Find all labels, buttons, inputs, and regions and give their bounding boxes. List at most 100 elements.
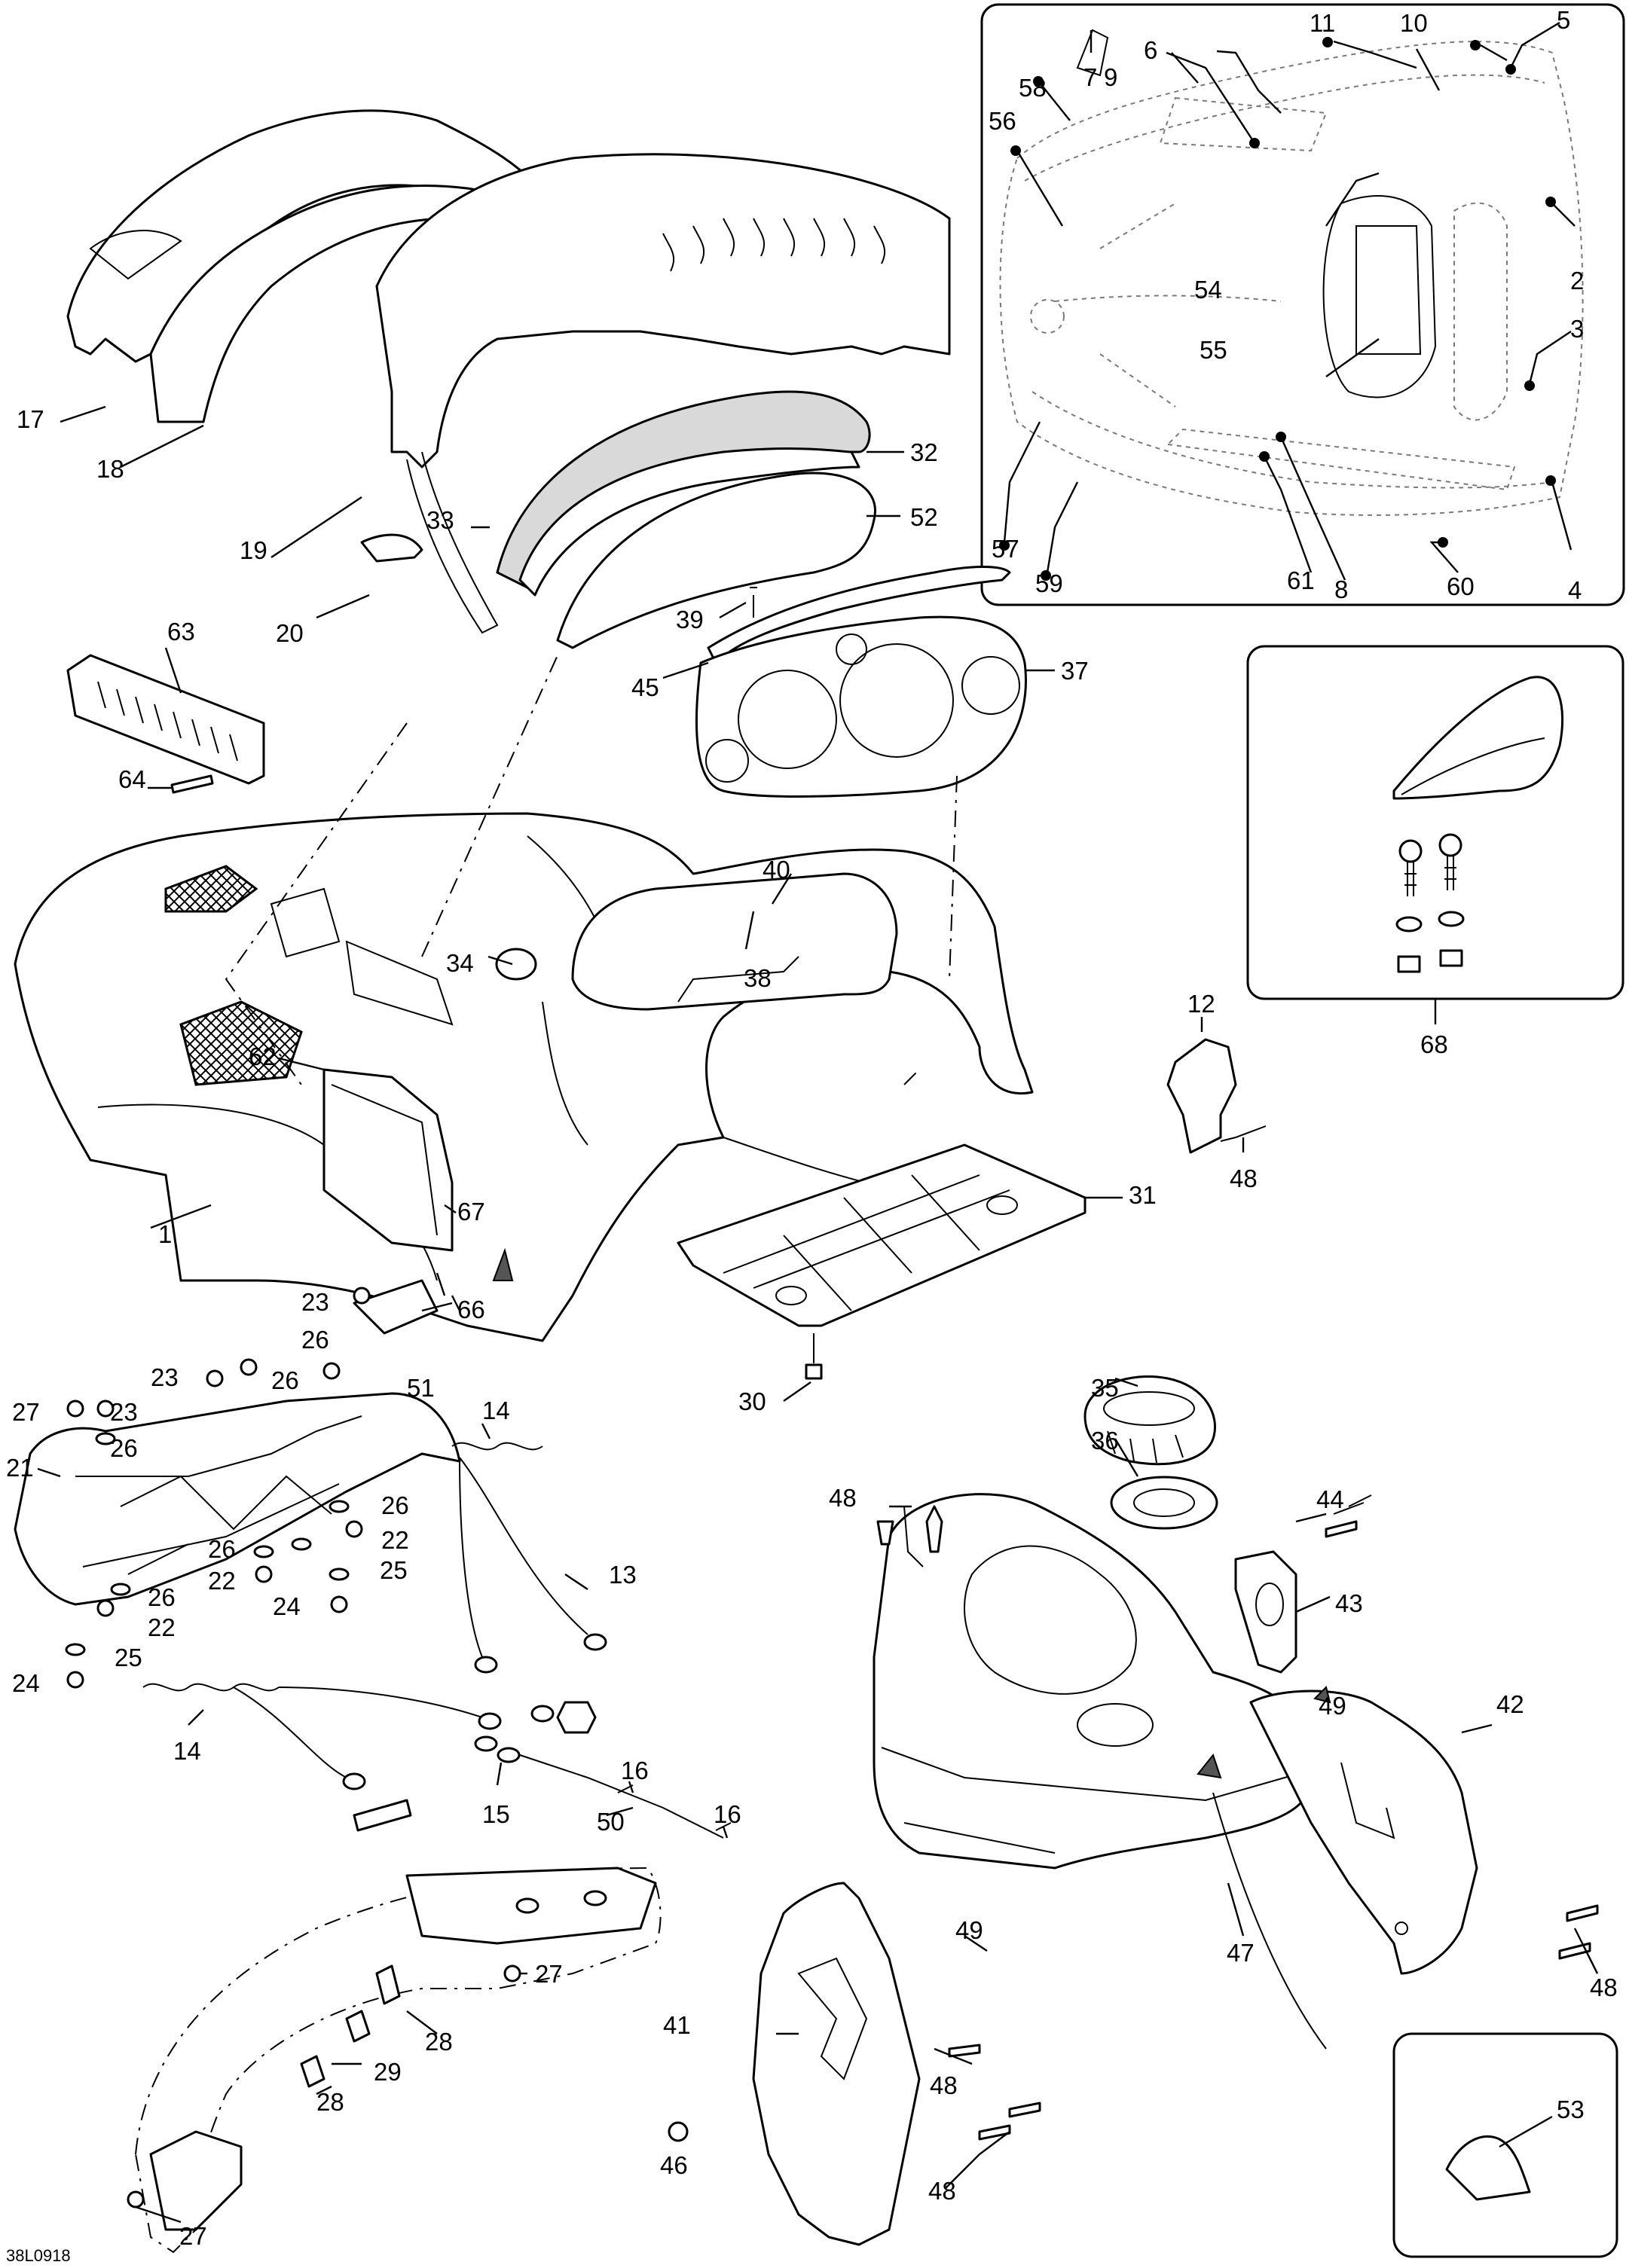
part-36-gasket — [1110, 1476, 1218, 1530]
assembly-lines — [225, 655, 958, 1085]
callout-62: 62 — [249, 1042, 277, 1070]
clip-part-9 — [1076, 29, 1109, 77]
callout-22-center: 22 — [208, 1567, 236, 1595]
callout-20: 20 — [276, 619, 304, 647]
callout-41: 41 — [663, 2011, 691, 2039]
callout-19: 19 — [240, 536, 267, 564]
detail-inset-mirror-kit: 68 — [1246, 645, 1624, 1058]
callout-61: 61 — [1287, 566, 1315, 594]
callout-9: 9 — [1104, 63, 1117, 91]
part-41-side-panel — [752, 1882, 921, 2246]
callout-66: 66 — [457, 1296, 485, 1323]
callout-68: 68 — [1420, 1030, 1448, 1058]
callout-53: 53 — [1557, 2096, 1585, 2123]
callout-27-bottom: 27 — [179, 2222, 207, 2250]
callout-26-mid: 26 — [271, 1366, 299, 1394]
callout-45: 45 — [631, 673, 659, 701]
callout-30: 30 — [738, 1387, 766, 1415]
mesh-panel-upper — [164, 865, 258, 913]
callout-34: 34 — [446, 949, 474, 977]
callout-5: 5 — [1557, 6, 1570, 34]
callout-32: 32 — [910, 438, 938, 466]
vent-grille: 63 64 — [66, 618, 265, 794]
callout-26-top: 26 — [301, 1326, 329, 1354]
callout-58: 58 — [1019, 74, 1047, 102]
console-and-side-panels: 48 49 49 42 47 48 41 46 48 48 — [660, 1484, 1618, 2246]
inset-frame — [980, 3, 1625, 606]
callout-22-right: 22 — [381, 1526, 409, 1554]
callout-23-top: 23 — [301, 1288, 329, 1316]
callout-56: 56 — [989, 107, 1016, 135]
callout-42: 42 — [1496, 1690, 1524, 1718]
callout-11: 11 — [1310, 9, 1335, 37]
part-53-cap — [1445, 2135, 1531, 2201]
part-19-hood — [375, 153, 951, 469]
part-20-clip — [360, 533, 423, 563]
callout-24-low: 24 — [12, 1669, 40, 1697]
callout-17: 17 — [17, 405, 44, 433]
callout-48-right: 48 — [1590, 1973, 1618, 2001]
mesh-panel-lower — [179, 1000, 303, 1086]
part-46-plug — [668, 2121, 689, 2142]
part-64-screw — [170, 774, 214, 794]
callout-29: 29 — [374, 2058, 402, 2086]
rear-handle: 27 28 29 28 27 — [127, 1799, 662, 2254]
part-34-grommet — [495, 948, 537, 981]
callout-48-bracket: 48 — [1230, 1165, 1258, 1192]
callout-52: 52 — [910, 503, 938, 531]
callout-26-low: 26 — [148, 1583, 176, 1611]
callout-67: 67 — [457, 1198, 485, 1226]
callout-25-low: 25 — [115, 1644, 142, 1671]
callout-33: 33 — [426, 506, 454, 534]
visor-and-gauge: 32 52 37 39 45 33 — [426, 390, 1089, 798]
part-43-plate — [1234, 1550, 1297, 1674]
front-bumper: 21 51 23 26 23 26 27 23 26 26 22 25 26 2… — [6, 1279, 461, 1697]
callout-49-top: 49 — [1319, 1692, 1346, 1720]
part-31-tray — [677, 1143, 1087, 1327]
callout-37: 37 — [1061, 657, 1089, 685]
callout-49-bottom: 49 — [955, 1916, 983, 1944]
callout-35: 35 — [1091, 1374, 1119, 1402]
hood-covers: 17 18 19 20 — [17, 109, 951, 647]
callout-28-lower: 28 — [316, 2088, 344, 2116]
callout-48-console: 48 — [829, 1484, 857, 1512]
callout-26-center: 26 — [208, 1535, 236, 1563]
callout-64: 64 — [118, 765, 146, 793]
tray-and-bracket: 31 30 12 48 — [677, 990, 1267, 1415]
callout-51: 51 — [407, 1374, 435, 1402]
callout-12: 12 — [1187, 990, 1215, 1018]
part-12-bracket — [1166, 1038, 1237, 1154]
callout-48-bottom: 48 — [928, 2177, 956, 2205]
callout-14-lower: 14 — [173, 1737, 201, 1765]
callout-16-a: 16 — [621, 1757, 649, 1784]
callout-38: 38 — [744, 964, 772, 992]
filler-neck-parts: 35 36 44 43 — [1083, 1374, 1372, 1674]
bolt — [353, 1799, 412, 1832]
callout-1: 1 — [158, 1220, 172, 1248]
callout-44: 44 — [1316, 1485, 1344, 1513]
callout-22-low: 22 — [148, 1613, 176, 1641]
callout-54: 54 — [1194, 276, 1222, 304]
callout-13: 13 — [609, 1561, 637, 1589]
callout-39: 39 — [676, 606, 704, 633]
callout-16-b: 16 — [714, 1800, 741, 1828]
part-21-bumper — [14, 1392, 461, 1606]
callout-59: 59 — [1035, 569, 1063, 597]
callout-60: 60 — [1447, 572, 1475, 600]
screw-set — [1395, 833, 1465, 973]
callout-36: 36 — [1091, 1427, 1119, 1455]
part-39-strip — [707, 566, 1011, 664]
callout-31: 31 — [1129, 1181, 1157, 1209]
part-15-ring — [474, 1735, 498, 1752]
callout-40: 40 — [763, 856, 790, 884]
callout-24-center: 24 — [273, 1592, 301, 1620]
callout-7: 7 — [1083, 63, 1097, 91]
part-63-grille — [66, 654, 265, 785]
hardware-stack — [65, 1287, 371, 1689]
main-body-panel: 1 62 34 40 38 67 65 66 — [14, 812, 1034, 1342]
callout-6: 6 — [1144, 36, 1157, 64]
callout-10: 10 — [1400, 9, 1428, 37]
callout-21: 21 — [6, 1454, 34, 1482]
detail-inset-decals: 7 9 58 56 6 11 10 5 2 3 4 54 55 57 59 61… — [980, 3, 1625, 606]
